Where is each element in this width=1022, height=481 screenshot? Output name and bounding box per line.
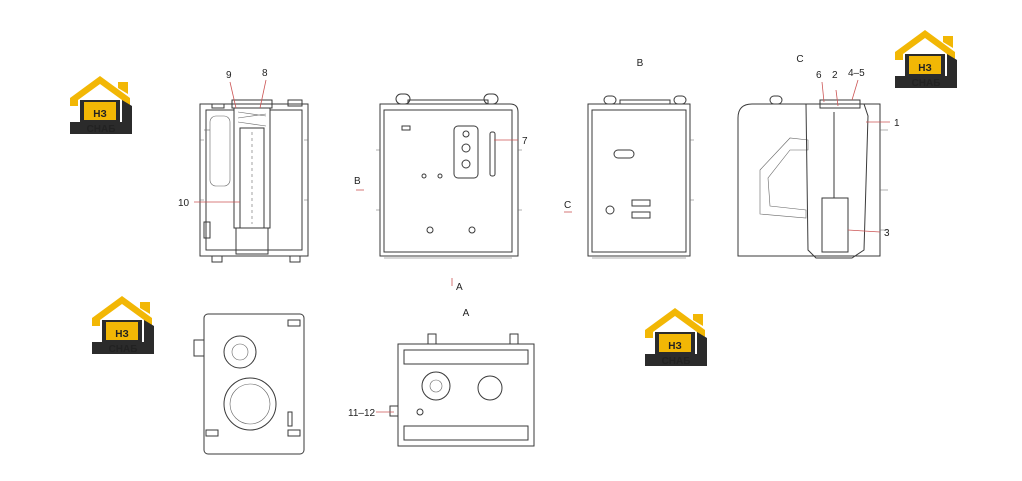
logo-word: СНАБ <box>662 356 691 367</box>
callout-2: 2 <box>832 70 838 81</box>
callout-1: 1 <box>894 118 900 129</box>
logo-word: СНАБ <box>109 344 138 355</box>
view-b <box>587 95 694 259</box>
brand-logo-4: НЗ СНАБ <box>645 308 707 367</box>
section-mark-b: B <box>354 176 361 187</box>
view-a <box>389 333 535 447</box>
view-front-section <box>199 99 309 263</box>
leader-lines <box>194 79 890 413</box>
view-front <box>376 93 522 259</box>
callout-8: 8 <box>262 68 268 79</box>
callout-11-12: 11–12 <box>348 408 376 419</box>
callout-7: 7 <box>522 136 528 147</box>
view-title-c: C <box>796 54 803 65</box>
view-c-side <box>737 95 888 259</box>
section-mark-c: C <box>564 200 571 211</box>
callout-9: 9 <box>226 70 232 81</box>
brand-logo-3: НЗ СНАБ <box>92 296 154 355</box>
view-title-a: A <box>463 308 470 319</box>
callout-3: 3 <box>884 228 890 239</box>
logo-word: СНАБ <box>912 78 941 89</box>
callout-6: 6 <box>816 70 822 81</box>
brand-logo-2: НЗ СНАБ <box>895 30 957 89</box>
callout-10: 10 <box>178 198 190 209</box>
logo-word: СНАБ <box>87 124 116 135</box>
logo-letters: НЗ <box>115 329 129 340</box>
callout-4-5: 4–5 <box>848 68 865 79</box>
logo-letters: НЗ <box>668 341 682 352</box>
view-top-left <box>193 313 305 455</box>
view-title-b: B <box>637 58 644 69</box>
brand-logo-1: НЗ СНАБ <box>70 76 132 135</box>
logo-letters: НЗ <box>93 109 107 120</box>
logo-letters: НЗ <box>918 63 932 74</box>
section-mark-a: A <box>456 282 463 293</box>
